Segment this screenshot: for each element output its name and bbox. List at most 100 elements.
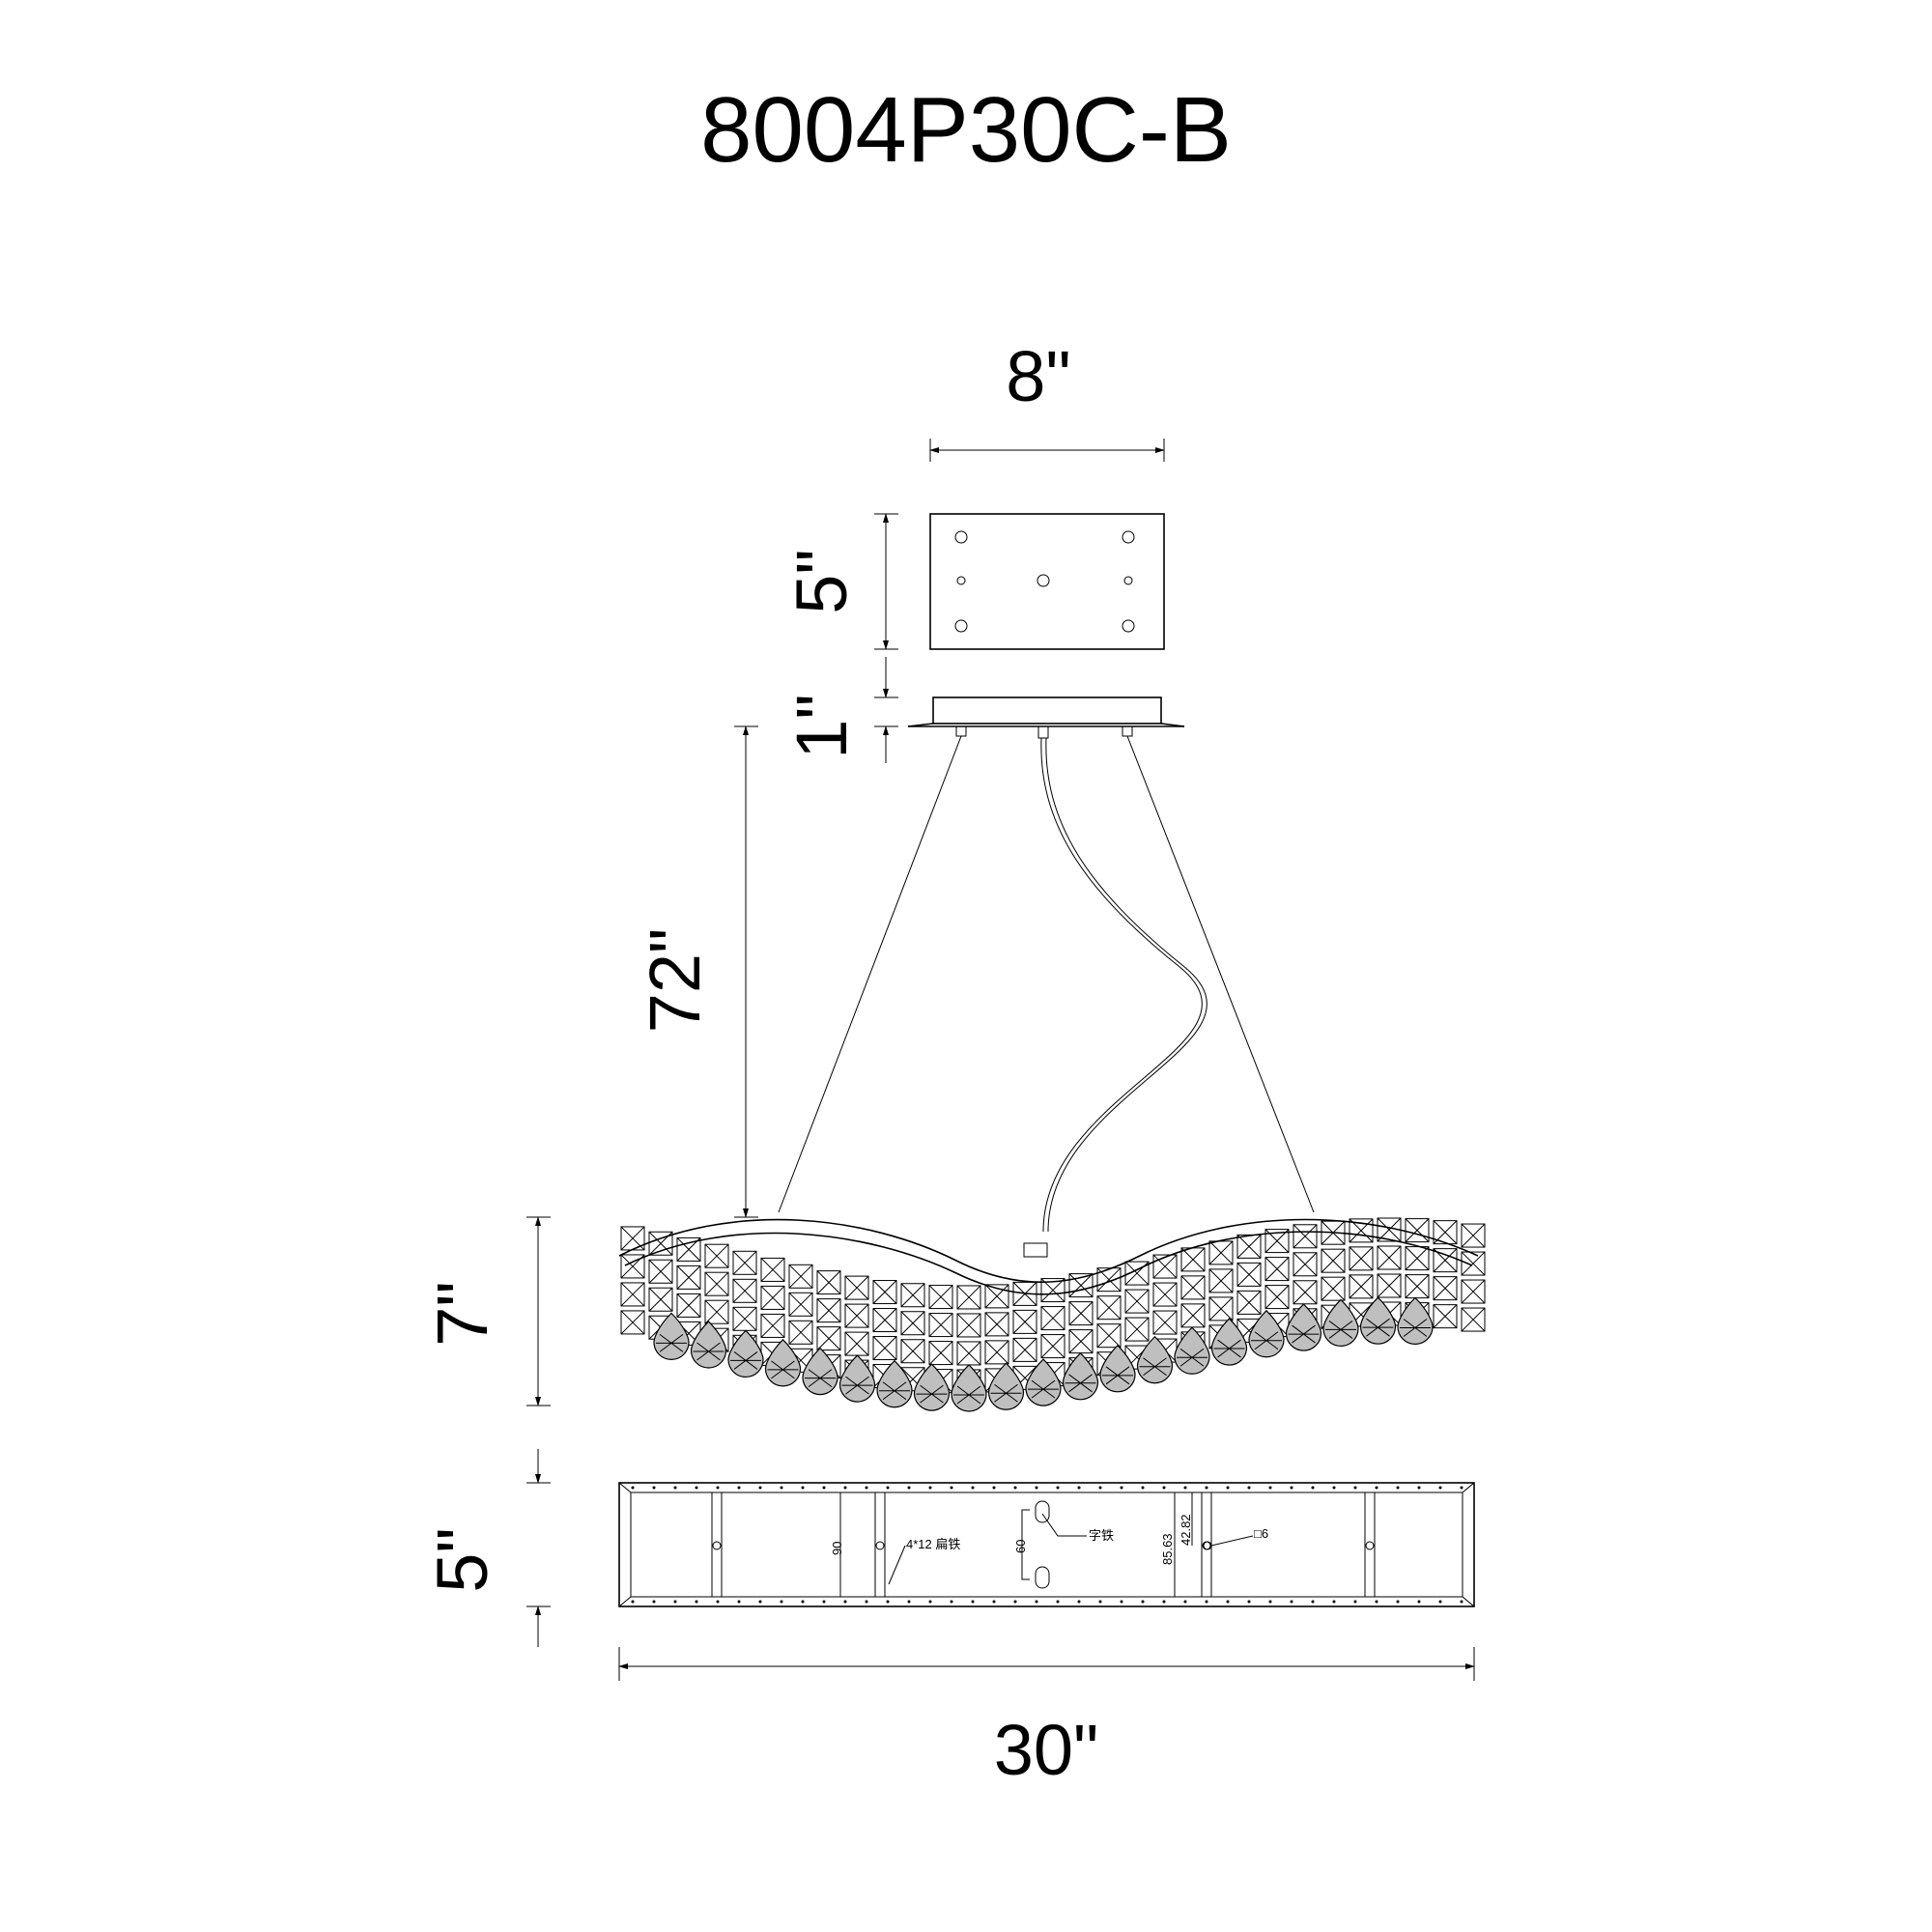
fixture-depth-label: 5" <box>422 1527 502 1592</box>
crystal-square <box>1349 1246 1374 1271</box>
frame-rivet <box>1056 1486 1060 1490</box>
frame-rivet <box>1056 1600 1060 1604</box>
crystal-square <box>676 1264 701 1290</box>
frame-rivet <box>865 1600 868 1604</box>
suspension-cables <box>778 735 1315 1233</box>
crystal-square <box>1124 1289 1150 1314</box>
crystal-square <box>1377 1245 1402 1270</box>
crystal-square <box>1321 1220 1346 1245</box>
crystal-square <box>1293 1280 1318 1305</box>
crystal-drop <box>802 1347 838 1396</box>
frame-rivet <box>928 1486 932 1490</box>
crystal-drop <box>1174 1326 1210 1375</box>
frame-rivet <box>1375 1600 1378 1604</box>
crystal-square <box>1040 1278 1065 1303</box>
crystal-drop <box>1210 1318 1248 1366</box>
crystal-square <box>1180 1303 1206 1328</box>
crystal-square <box>1461 1223 1486 1248</box>
frame-rivet <box>716 1486 720 1490</box>
frame-rivet <box>1141 1486 1145 1490</box>
frame-rivet <box>1290 1486 1293 1490</box>
product-model-title: 8004P30C-B <box>700 78 1232 182</box>
crystal-drop <box>690 1321 727 1369</box>
frame-rivet <box>950 1600 953 1604</box>
crystal-square <box>1433 1248 1458 1273</box>
crystal-square <box>788 1264 813 1289</box>
frame-rivet <box>695 1600 698 1604</box>
crystal-square <box>1405 1246 1430 1271</box>
crystal-drop <box>1397 1296 1434 1346</box>
crystal-square <box>704 1271 729 1296</box>
crystal-square <box>956 1341 981 1366</box>
crystal-square <box>1236 1234 1262 1259</box>
crystal-square <box>1208 1268 1234 1293</box>
frame-rivet <box>652 1486 656 1490</box>
frame-top-view: 90 4*12 扁铁 60 字铁 85.63 42.82 □6 <box>618 1482 1475 1607</box>
crystal-square <box>928 1313 953 1338</box>
crystal-square <box>1236 1262 1262 1287</box>
frame-rivet <box>673 1600 677 1604</box>
crystal-drop <box>913 1363 951 1411</box>
crystal-square <box>620 1282 645 1307</box>
fixture-height-label: 7" <box>422 1281 502 1346</box>
frame-rivet <box>758 1486 762 1490</box>
frame-rivet <box>1396 1600 1400 1604</box>
crystal-square <box>648 1287 673 1312</box>
crystal-square <box>1349 1274 1374 1299</box>
frame-rivet <box>1353 1486 1357 1490</box>
crystal-square <box>788 1292 813 1317</box>
frame-rivet <box>865 1486 868 1490</box>
frame-rivet <box>1098 1486 1102 1490</box>
frame-rivet <box>652 1600 656 1604</box>
frame-rivet <box>1120 1486 1123 1490</box>
canopy-height-dimension: 5" <box>781 513 898 650</box>
crystal-square <box>1405 1274 1430 1299</box>
frame-rivet <box>1311 1600 1315 1604</box>
crystal-square <box>1040 1334 1065 1359</box>
frame-rivet <box>1035 1486 1038 1490</box>
crystal-square <box>620 1254 645 1279</box>
note-42-82: 42.82 <box>1179 1514 1193 1546</box>
crystal-square <box>816 1270 841 1295</box>
frame-rivet <box>843 1600 847 1604</box>
crystal-drop <box>1285 1303 1322 1351</box>
frame-rivet <box>1460 1600 1463 1604</box>
frame-rivet <box>673 1486 677 1490</box>
crystal-square <box>1377 1273 1402 1298</box>
crystal-drop <box>727 1329 764 1378</box>
fixture-width-dimension: 30" <box>618 1647 1475 1790</box>
crystal-square <box>760 1313 785 1338</box>
crystal-square <box>1124 1261 1150 1286</box>
frame-rivet <box>971 1600 975 1604</box>
crystal-square <box>676 1236 701 1262</box>
crystal-square <box>872 1308 897 1333</box>
crystal-square <box>1152 1254 1178 1279</box>
canopy-width-label: 8" <box>1006 336 1070 416</box>
frame-rivet <box>1205 1486 1208 1490</box>
fixture-width-label: 30" <box>994 1710 1099 1790</box>
crystal-square <box>1068 1329 1094 1354</box>
crystal-square <box>900 1311 925 1336</box>
frame-rivet <box>950 1486 953 1490</box>
frame-rivet <box>907 1600 911 1604</box>
crystal-square <box>1068 1301 1094 1326</box>
frame-rivet <box>1141 1600 1145 1604</box>
frame-rivet <box>886 1600 890 1604</box>
note-flat-iron: 4*12 扁铁 <box>906 1537 960 1551</box>
crystal-drop <box>1136 1335 1174 1384</box>
crystal-square <box>1096 1295 1122 1321</box>
crystal-drop <box>987 1362 1025 1410</box>
crystal-square <box>732 1278 757 1303</box>
crystal-square <box>1293 1224 1318 1249</box>
crystal-drop <box>1062 1351 1099 1401</box>
crystal-square <box>760 1257 785 1282</box>
frame-rivet <box>631 1600 635 1604</box>
frame-rivet <box>971 1486 975 1490</box>
frame-rivet <box>992 1486 996 1490</box>
crystal-square <box>620 1226 645 1251</box>
canopy-depth-dimension: 1" <box>781 657 898 763</box>
note-60: 60 <box>1013 1540 1028 1553</box>
frame-rivet <box>1375 1486 1378 1490</box>
crystal-fixture-front-view <box>618 1217 1486 1412</box>
crystal-square <box>1264 1285 1290 1310</box>
